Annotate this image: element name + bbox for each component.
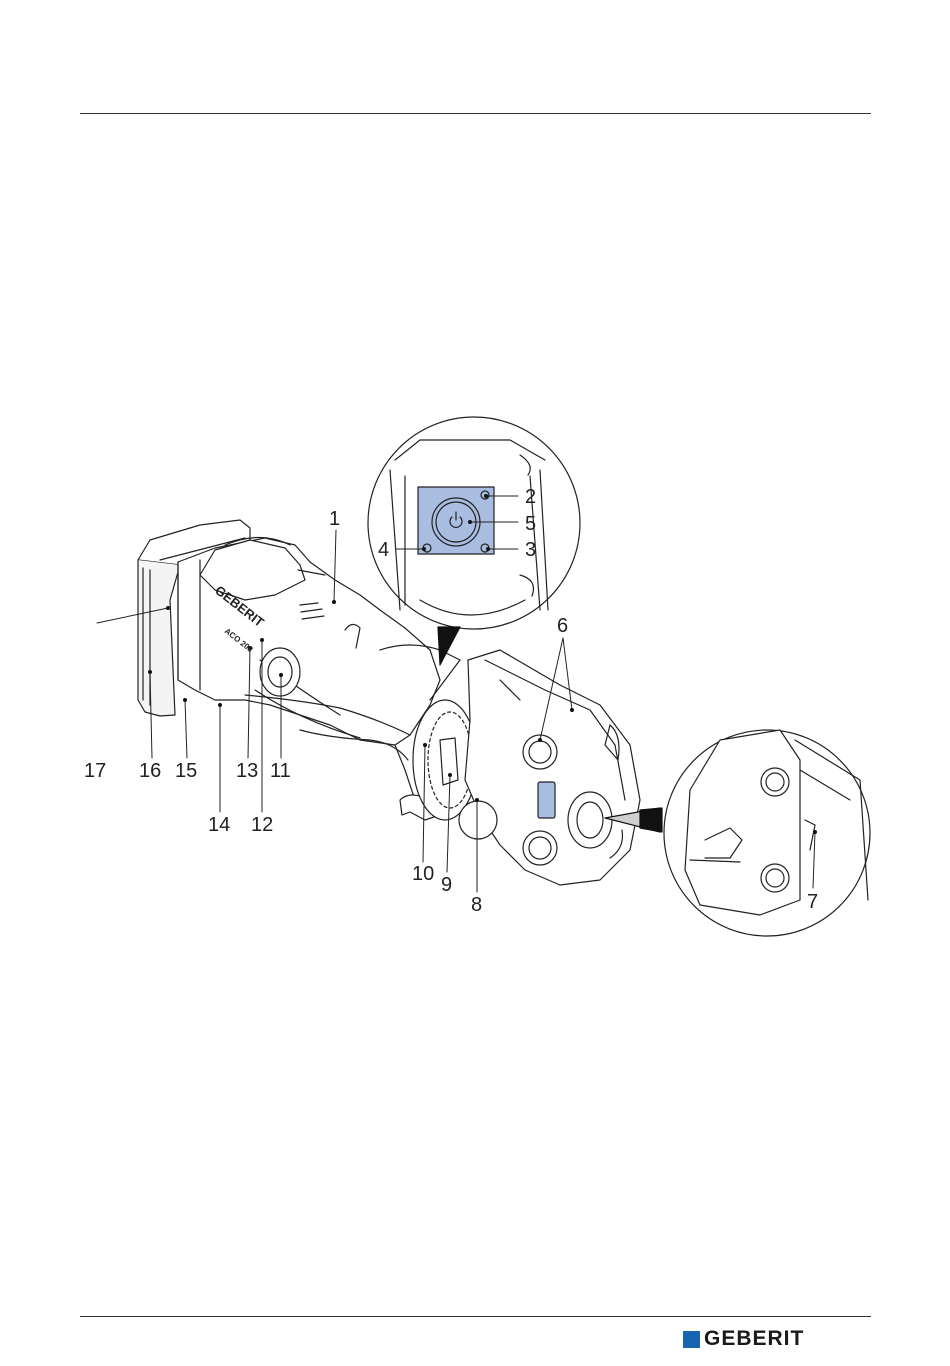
- geberit-logo: GEBERIT: [683, 1328, 804, 1350]
- inset-control-panel: [368, 417, 580, 629]
- inset-jaw-detail: [664, 730, 870, 936]
- callout-5: 5: [525, 513, 536, 535]
- callout-13: 13: [236, 760, 258, 782]
- callout-14: 14: [208, 814, 230, 836]
- logo-square-icon: [683, 1331, 700, 1348]
- callout-6: 6: [557, 615, 568, 637]
- callout-11: 11: [270, 760, 291, 782]
- callout-3: 3: [525, 539, 536, 561]
- callout-17: 17: [84, 760, 106, 782]
- side-button: [260, 648, 300, 696]
- callout-1: 1: [329, 508, 340, 530]
- callout-4: 4: [378, 539, 389, 561]
- callout-9: 9: [441, 874, 452, 896]
- callout-8: 8: [471, 894, 482, 916]
- inset-pointer-1: [438, 627, 460, 665]
- callout-12: 12: [251, 814, 273, 836]
- footer-rule: [80, 1316, 871, 1317]
- callout-16: 16: [139, 760, 161, 782]
- callout-15: 15: [175, 760, 197, 782]
- callout-2: 2: [525, 486, 536, 508]
- logo-text: GEBERIT: [704, 1327, 804, 1351]
- press-jaw: [459, 650, 640, 885]
- callout-10: 10: [412, 863, 434, 885]
- callout-7: 7: [807, 891, 818, 913]
